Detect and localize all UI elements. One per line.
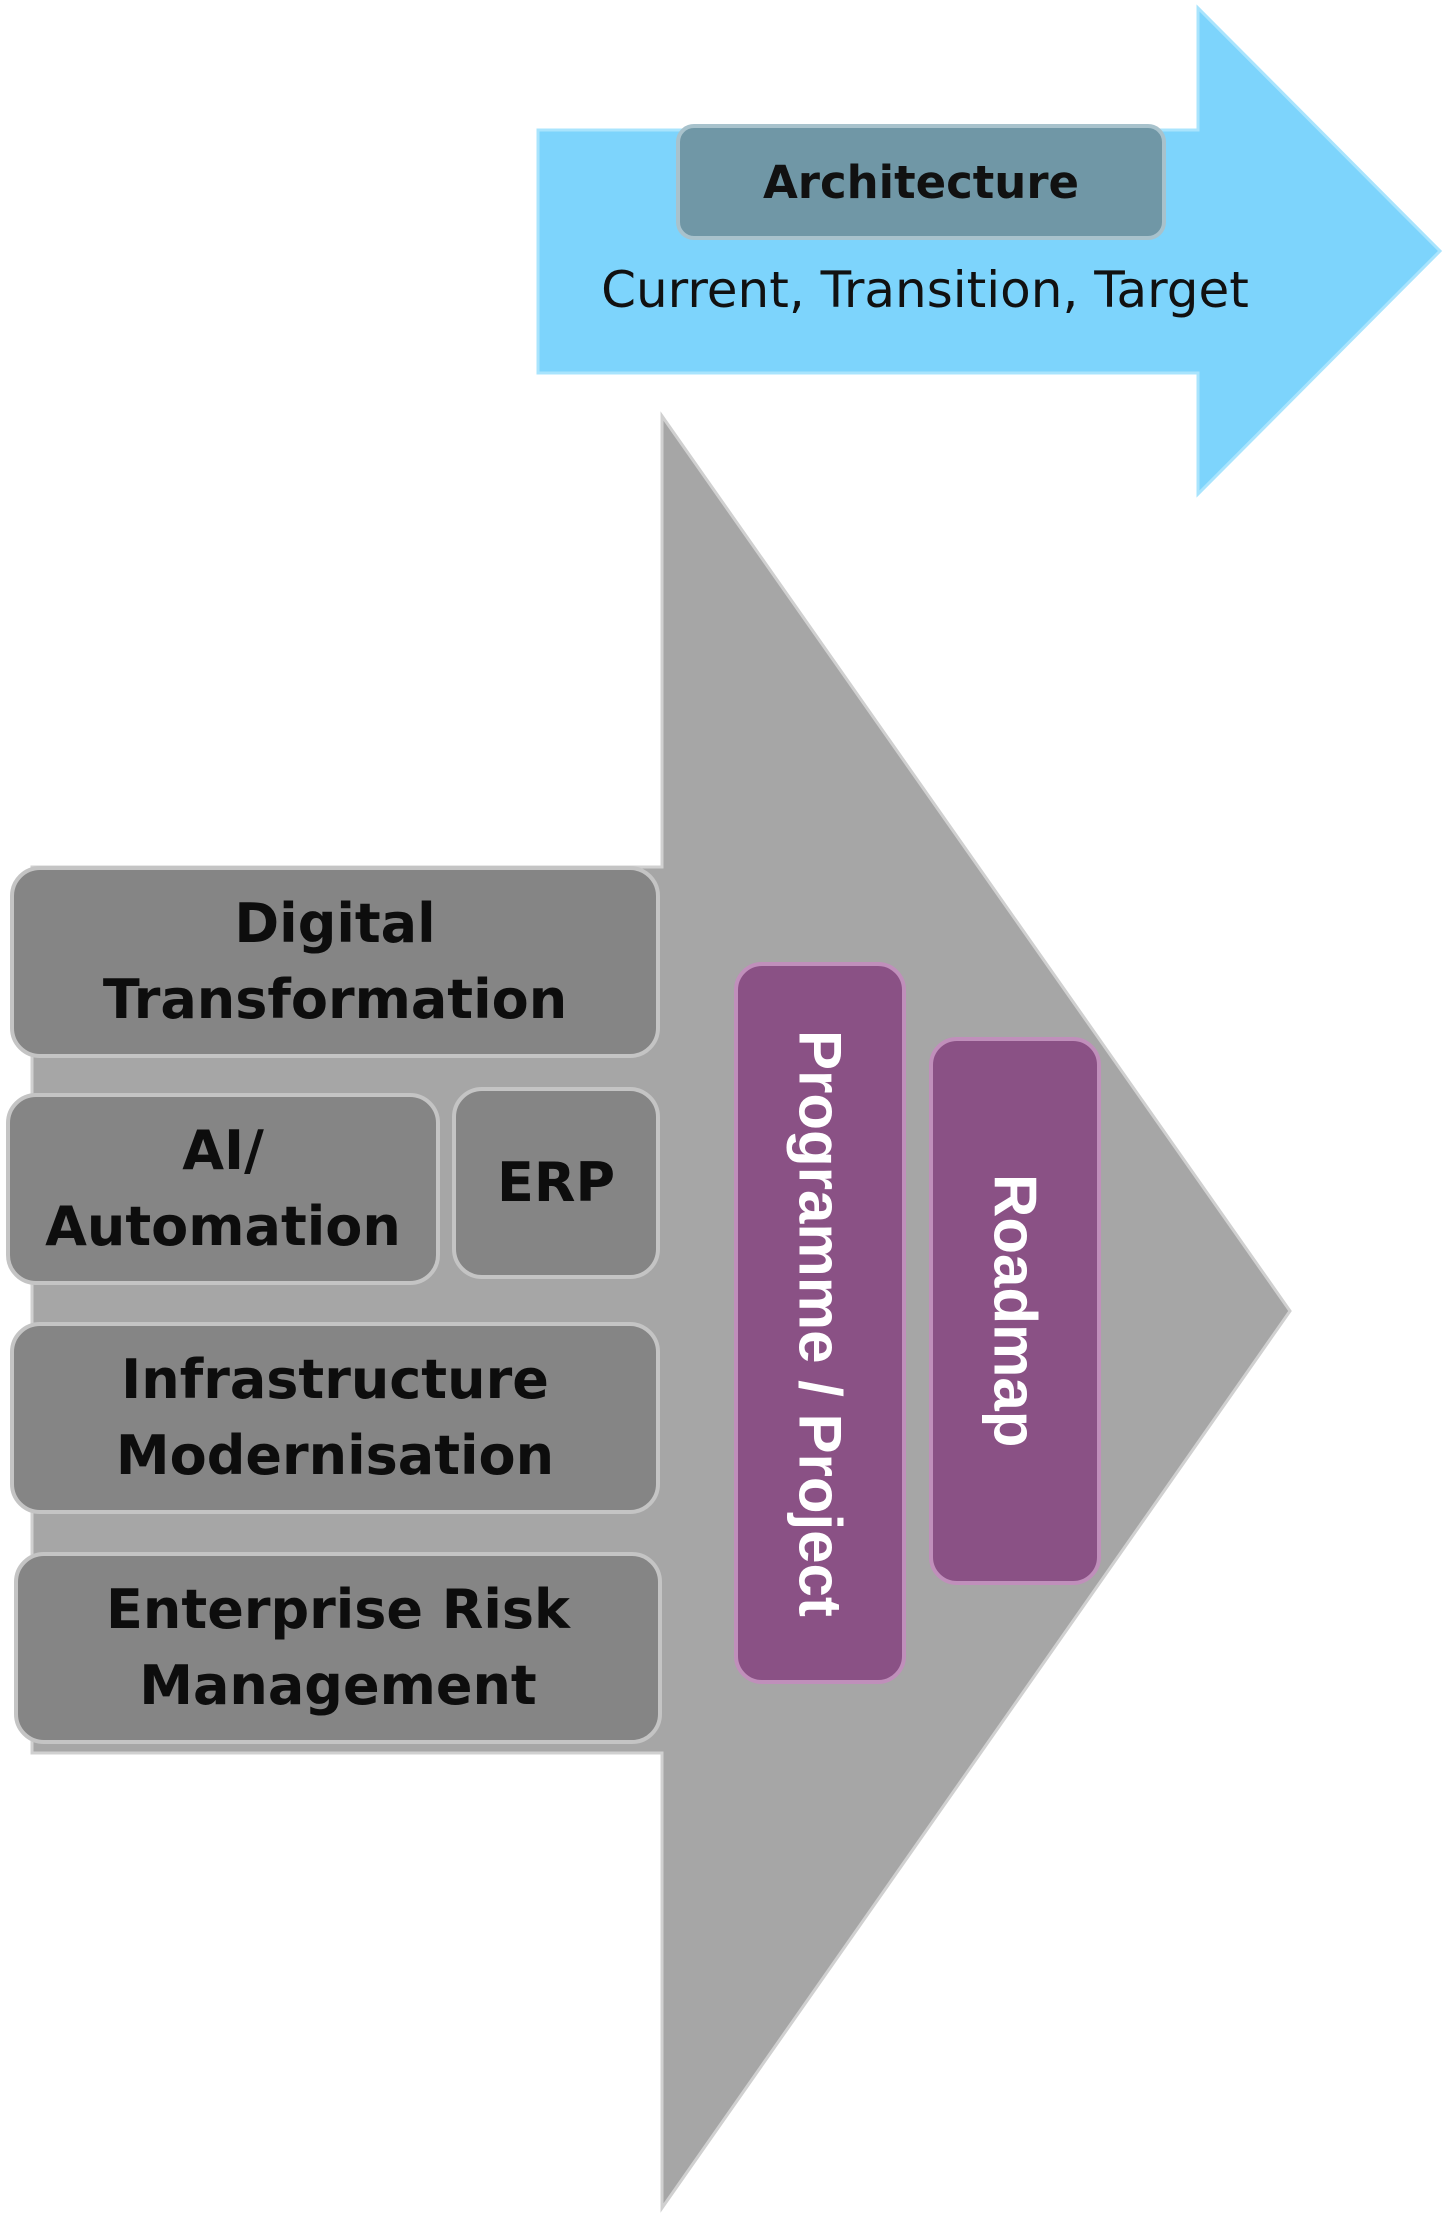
architecture-arrow (536, 4, 1443, 498)
roadmap-box: Roadmap (929, 1037, 1101, 1585)
infrastructure-modernisation-box: Infrastructure Modernisation (10, 1322, 660, 1514)
architecture-label: Architecture (676, 124, 1166, 240)
programme-project-label: Programme / Project (786, 1029, 854, 1617)
roadmap-label: Roadmap (981, 1174, 1049, 1448)
ai-automation-box: AI/ Automation (6, 1093, 440, 1285)
digital-transformation-box: Digital Transformation (10, 866, 660, 1058)
erp-box: ERP (452, 1087, 660, 1279)
architecture-stages: Current, Transition, Target (601, 261, 1249, 319)
main-grey-arrow (30, 411, 1292, 2213)
programme-project-box: Programme / Project (734, 962, 906, 1684)
enterprise-risk-management-box: Enterprise Risk Management (14, 1552, 662, 1744)
